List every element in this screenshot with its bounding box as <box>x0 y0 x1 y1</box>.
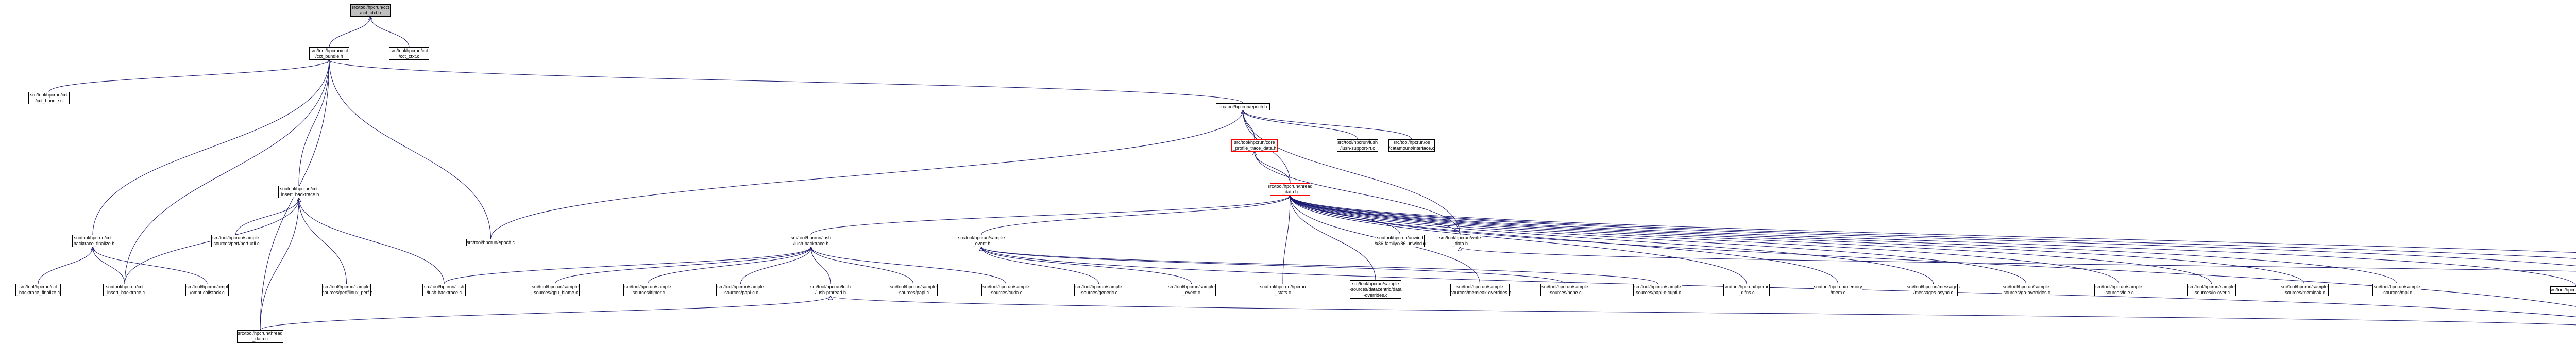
edge-hpcrun_dlfns_c-to-thread_data_h <box>1290 196 1747 284</box>
node-cct-ctxt-h: src/tool/hpcrun/cct /cct_ctxt.h <box>350 4 391 17</box>
edge-itimer_c-to-lush_backtrace_h <box>648 247 811 284</box>
node-none-c[interactable]: src/tool/hpcrun/sample -sources/none.c <box>1540 284 1589 296</box>
node-lush-backtrace-h[interactable]: src/tool/hpcrun/lush /lush-backtrace.h <box>790 235 832 247</box>
node-core-profile-trace-data-h[interactable]: src/tool/hpcrun/core _profile_trace_data… <box>1231 139 1278 152</box>
edge-papi_c_c-to-lush_backtrace_h <box>740 247 811 284</box>
node-idle-c[interactable]: src/tool/hpcrun/sample -sources/idle.c <box>2094 284 2143 296</box>
node-lush-backtrace-c[interactable]: src/tool/hpcrun/lush /lush-backtrace.c <box>422 284 466 296</box>
edge-perf_util_c-to-cct_insert_backtrace_h <box>235 198 299 235</box>
node-mpi-c[interactable]: src/tool/hpcrun/sample -sources/mpi.c <box>2372 284 2421 296</box>
edge-write_data_h-to-epoch_h <box>1243 110 1461 235</box>
node-lush-pthread-h[interactable]: src/tool/hpcrun/lush /lush-pthread.h <box>809 284 852 296</box>
edge-lush_backtrace_h-to-thread_data_h <box>810 196 1290 235</box>
node-hpcrun-dlfns-c[interactable]: src/tool/hpcrun/hpcrun _dlfns.c <box>1723 284 1770 296</box>
edge-none_c-to-sample_event_h <box>981 247 1565 284</box>
edge-generic_c-to-sample_event_h <box>981 247 1099 284</box>
edge-lush_support_rt_c-to-epoch_h <box>1243 110 1358 140</box>
node-write-data-h[interactable]: src/tool/hpcrun/write _data.h <box>1439 235 1481 247</box>
node-itimer-c[interactable]: src/tool/hpcrun/sample -sources/itimer.c <box>623 284 672 296</box>
edge-thread_data_c-to-lush_pthread_h <box>260 296 831 331</box>
node-cct-bundle-h[interactable]: src/tool/hpcrun/cct /cct_bundle.h <box>309 47 349 60</box>
edge-cct_insert_backtrace_c-to-cct_backtrace_finalize_h <box>93 247 125 284</box>
edge-hpcrun_stats_c-to-thread_data_h <box>1282 196 1290 284</box>
edge-loadmap_c-to-thread_data_h <box>1290 196 2576 287</box>
edge-cct_insert_backtrace_c-to-cct_bundle_h <box>124 60 329 284</box>
edge-gpu_blame_c-to-lush_backtrace_h <box>555 247 811 284</box>
edge-main_c-to-lush_pthread_h <box>831 296 2576 326</box>
edge-papi_c_cupti_c-to-sample_event_h <box>981 247 1658 284</box>
node-linux-perf-c[interactable]: src/tool/hpcrun/sample -sources/perf/lin… <box>320 284 373 296</box>
node-messages-async-c[interactable]: src/tool/hpcrun/messages /messages-async… <box>1907 284 1960 296</box>
node-sample-event-c[interactable]: src/tool/hpcrun/sample _event.c <box>1167 284 1216 296</box>
edge-catamount_interface_c-to-epoch_h <box>1243 110 1412 140</box>
edge-linux_perf_c-to-cct_insert_backtrace_h <box>299 198 347 284</box>
edge-data_overrides_c-to-thread_data_h <box>1290 196 1376 281</box>
edge-main_c-to-sample_event_h <box>981 247 2576 317</box>
edge-cct_insert_backtrace_h-to-cct_bundle_h <box>298 60 329 186</box>
edge-io_over_c-to-thread_data_h <box>1290 196 2212 284</box>
edge-papi_c-to-lush_backtrace_h <box>811 247 913 284</box>
edge-messages_async_c-to-thread_data_h <box>1290 196 1934 284</box>
node-cct-insert-backtrace-c[interactable]: src/tool/hpcrun/cct _insert_backtrace.c <box>103 284 146 296</box>
node-papi-c[interactable]: src/tool/hpcrun/sample -sources/papi.c <box>889 284 938 296</box>
edge-cct_bundle_c-to-cct_bundle_h <box>48 60 329 92</box>
node-io-over-c[interactable]: src/tool/hpcrun/sample -sources/io-over.… <box>2187 284 2236 296</box>
node-catamount-interface-c[interactable]: src/tool/hpcrun/os /catamount/interface.… <box>1388 139 1435 152</box>
node-papi-c-cupti-c[interactable]: src/tool/hpcrun/sample -sources/papi-c-c… <box>1633 284 1682 296</box>
node-memleak-overrides-c[interactable]: src/tool/hpcrun/sample -sources/memleak-… <box>1449 284 1511 296</box>
edge-sample_event_h-to-thread_data_h <box>981 196 1290 235</box>
node-cct-insert-backtrace-h[interactable]: src/tool/hpcrun/cct _insert_backtrace.h <box>278 186 319 198</box>
node-mem-c[interactable]: src/tool/hpcrun/memory /mem.c <box>1814 284 1862 296</box>
edge-idle_c-to-thread_data_h <box>1290 196 2119 284</box>
edge-thread_data_c-to-cct_insert_backtrace_h <box>260 198 299 331</box>
node-lush-support-rt-c[interactable]: src/tool/hpcrun/lush /lush-support-rt.c <box>1337 139 1378 152</box>
edge-thread_data_h-to-core_profile_trace_data_h <box>1255 152 1291 184</box>
node-cct-backtrace-finalize-c[interactable]: src/tool/hpcrun/cct _backtrace_finalize.… <box>15 284 61 296</box>
node-epoch-h[interactable]: src/tool/hpcrun/epoch.h <box>1216 103 1270 110</box>
node-generic-c[interactable]: src/tool/hpcrun/sample -sources/generic.… <box>1074 284 1123 296</box>
edge-write_data_c-to-write_data_h <box>1460 247 2576 272</box>
node-papi-c-c[interactable]: src/tool/hpcrun/sample -sources/papi-c.c <box>716 284 765 296</box>
node-thread-data-h[interactable]: src/tool/hpcrun/thread _data.h <box>1267 183 1313 196</box>
edge-cct_bundle_h-to-cct_ctxt_h <box>329 17 370 48</box>
edge-sample_event_c-to-sample_event_h <box>981 247 1192 284</box>
node-data-overrides-c[interactable]: src/tool/hpcrun/sample -sources/datacent… <box>1349 280 1402 299</box>
edge-backtrace_lite_c-to-thread_data_h <box>1290 196 2576 259</box>
node-cuda-c[interactable]: src/tool/hpcrun/sample -sources/cuda.c <box>981 284 1030 296</box>
node-thread-data-c[interactable]: src/tool/hpcrun/thread _data.c <box>237 330 283 343</box>
node-cct-ctxt-c[interactable]: src/tool/hpcrun/cct /cct_ctxt.c <box>389 47 429 60</box>
node-cct-backtrace-finalize-h[interactable]: src/tool/hpcrun/cct _backtrace_finalize.… <box>71 235 115 247</box>
node-hpcrun-stats-c[interactable]: src/tool/hpcrun/hpcrun _stats.c <box>1260 284 1306 296</box>
edge-ompt_callstack_c-to-cct_backtrace_finalize_h <box>93 247 208 284</box>
edge-datacentric_c-to-thread_data_h <box>1290 196 2576 253</box>
edge-lush_backtrace_c-to-lush_backtrace_h <box>444 247 811 284</box>
edge-lush_pthread_h-to-lush_backtrace_h <box>811 247 831 284</box>
edge-cct_backtrace_finalize_c-to-cct_backtrace_finalize_h <box>38 247 93 284</box>
edge-epoch_c-to-cct_bundle_h <box>329 60 491 239</box>
node-x86-unwind-c[interactable]: src/tool/hpcrun/unwind /x86-family/x86-u… <box>1374 235 1426 247</box>
node-sample-event-h[interactable]: src/tool/hpcrun/sample _event.h <box>958 235 1005 247</box>
edge-fnbounds_dynamic_c-to-thread_data_h <box>1290 196 2576 266</box>
node-memleak-c[interactable]: src/tool/hpcrun/sample -sources/memleak.… <box>2280 284 2329 296</box>
edge-x86_unwind_c-to-thread_data_h <box>1290 196 1400 235</box>
node-cct-bundle-c[interactable]: src/tool/hpcrun/cct /cct_bundle.c <box>28 92 70 104</box>
edge-epoch_h-to-cct_bundle_h <box>329 60 1243 104</box>
node-loadmap-c[interactable]: src/tool/hpcrun/loadmap.c <box>2549 286 2576 294</box>
edge-epoch_c-to-epoch_h <box>490 110 1243 239</box>
edge-mpi_c-to-thread_data_h <box>1290 196 2397 284</box>
node-epoch-c[interactable]: src/tool/hpcrun/epoch.c <box>466 239 515 246</box>
node-gpu-blame-c[interactable]: src/tool/hpcrun/sample -sources/gpu_blam… <box>531 284 580 296</box>
edge-ga_overrides_c-to-thread_data_h <box>1290 196 2026 284</box>
edge-cct_ctxt_c-to-cct_ctxt_h <box>370 17 410 48</box>
edge-main_c-to-thread_data_h <box>1290 196 2576 307</box>
edge-lush_backtrace_c-to-cct_insert_backtrace_h <box>299 198 445 284</box>
node-ga-overrides-c[interactable]: src/tool/hpcrun/sample -sources/ga-overr… <box>2002 284 2050 296</box>
node-ompt-callstack-c[interactable]: src/tool/hpcrun/ompt /ompt-callstack.c <box>185 284 229 296</box>
node-perf-util-c[interactable]: src/tool/hpcrun/sample -sources/perf/per… <box>211 235 260 247</box>
edge-cct_backtrace_finalize_h-to-cct_bundle_h <box>92 60 329 235</box>
edge-cuda_c-to-lush_backtrace_h <box>811 247 1006 284</box>
